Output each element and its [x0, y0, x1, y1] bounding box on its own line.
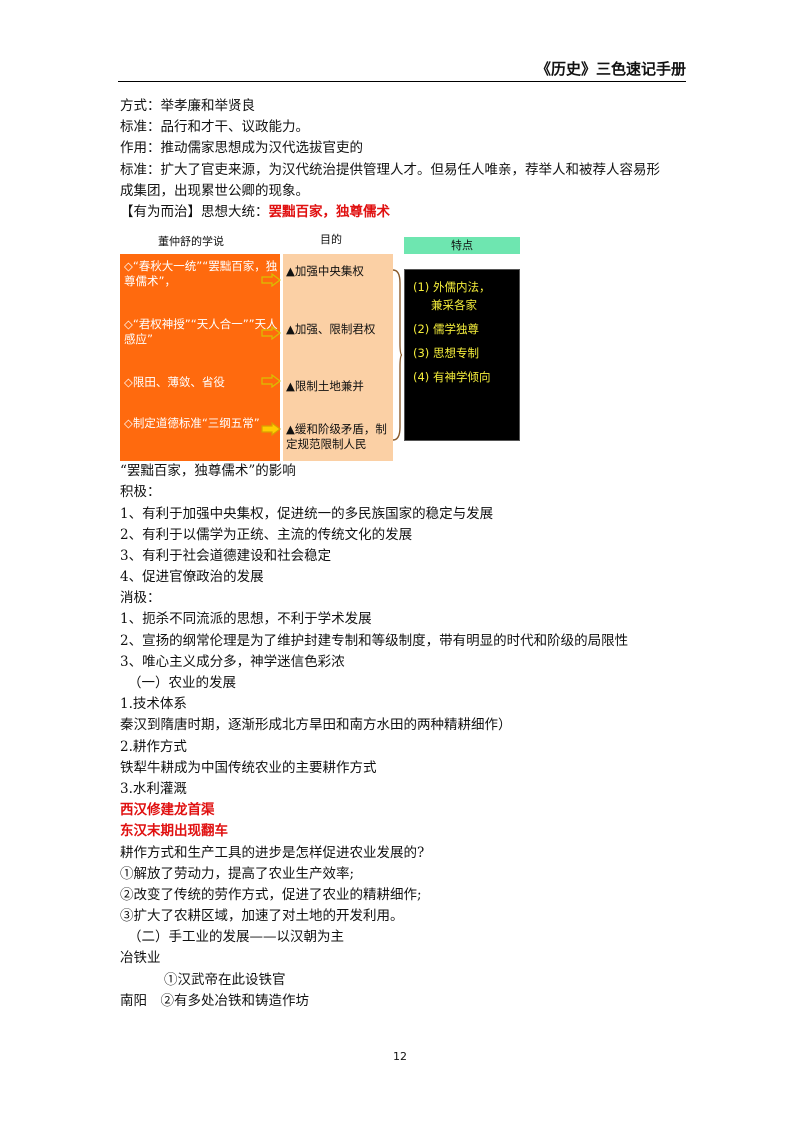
theory-item: ◇制定道德标准“三纲五常”: [124, 416, 260, 431]
subsection-heading: （二）手工业的发展——以汉朝为主: [128, 929, 344, 946]
text-line: 铁犁牛耕成为中国传统农业的主要耕作方式: [120, 759, 377, 776]
arrow-right-icon: [261, 273, 281, 288]
subsection-heading: （一）农业的发展: [128, 675, 236, 691]
text-line: ③扩大了农耕区域，加速了对土地的开发利用。: [120, 908, 404, 925]
diagram-head-theory: 董仲舒的学说: [158, 235, 224, 249]
text-line: 耕作方式和生产工具的进步是怎样促进农业发展的?: [120, 844, 425, 861]
text-line: 2.耕作方式: [120, 738, 187, 755]
text-line: 标准：扩大了官吏来源，为汉代统治提供管理人才。但易任人唯亲，荐举人和被荐人容易形: [120, 161, 660, 178]
feature-item: (1) 外儒内法，: [413, 280, 491, 295]
diagram-head-purpose: 目的: [320, 233, 342, 247]
right-brace-icon: [392, 269, 402, 441]
purpose-item: ▲限制土地兼并: [286, 379, 364, 394]
diagram-purpose-box: ▲加强中央集权 ▲加强、限制君权 ▲限制土地兼并 ▲缓和阶级矛盾，制定规范限制人…: [283, 254, 393, 462]
document-body: 方式：举孝廉和举贤良 标准：品行和才干、议政能力。 作用：推动儒家思想成为汉代选…: [120, 96, 690, 1012]
arrow-right-icon: [261, 422, 281, 437]
text-line: “罢黜百家，独尊儒术”的影响: [120, 463, 296, 480]
highlight-line: 西汉修建龙首渠: [120, 802, 215, 819]
text-line: 标准：品行和才干、议政能力。: [120, 119, 309, 136]
page-header-title: 《历史》三色速记手册: [535, 60, 686, 78]
text-line: 积极：: [120, 484, 161, 501]
feature-item: (3) 思想专制: [413, 346, 479, 361]
text-line: 1.技术体系: [120, 696, 187, 713]
text-line: 3.水利灌溉: [120, 780, 187, 797]
text-line: 3、唯心主义成分多，神学迷信色彩浓: [120, 653, 345, 670]
text-line: 消极：: [120, 590, 161, 607]
text-line: 2、宣扬的纲常伦理是为了维护封建专制和等级制度，带有明显的时代和阶级的局限性: [120, 632, 629, 649]
purpose-item: ▲加强中央集权: [286, 264, 364, 279]
purpose-item: ▲缓和阶级矛盾，制定规范限制人民: [286, 422, 387, 452]
text-line: ①汉武帝在此设铁官: [164, 971, 286, 988]
feature-item: 兼采各家: [431, 298, 477, 313]
page-number: 12: [393, 1050, 407, 1063]
dong-zhongshu-diagram: 董仲舒的学说 目的 特点 ◇“春秋大一统”“罢黜百家，独尊儒术”， ◇“君权神授…: [120, 229, 520, 462]
feature-item: (4) 有神学倾向: [413, 370, 491, 385]
purpose-item: ▲加强、限制君权: [286, 322, 376, 337]
arrow-right-icon: [261, 326, 281, 341]
text-line: 秦汉到隋唐时期，逐渐形成北方旱田和南方水田的两种精耕细作）: [120, 717, 512, 734]
text-line: 成集团，出现累世公卿的现象。: [120, 182, 309, 199]
diagram-head-features: 特点: [404, 237, 520, 255]
feature-item: (2) 儒学独尊: [413, 322, 479, 337]
section-title: 【有为而治】思想大统：罢黜百家，独尊儒术: [120, 202, 690, 223]
header-divider: [118, 81, 686, 82]
theory-item: ◇“君权神授”“天人合一””天人感应”: [124, 317, 278, 347]
text-line: 1、有利于加强中央集权，促进统一的多民族国家的稳定与发展: [120, 505, 494, 522]
text-line: 冶铁业: [120, 950, 161, 967]
arrow-right-icon: [261, 374, 281, 389]
diagram-theory-box: ◇“春秋大一统”“罢黜百家，独尊儒术”， ◇“君权神授”“天人合一””天人感应”…: [120, 254, 280, 462]
text-line: 方式：举孝廉和举贤良: [120, 98, 255, 114]
section-title-prefix: 【有为而治】思想大统：: [120, 203, 269, 220]
text-line: 南阳 ②有多处冶铁和铸造作坊: [120, 992, 309, 1009]
text-line: ②改变了传统的劳作方式，促进了农业的精耕细作;: [120, 886, 422, 903]
text-line: ①解放了劳动力，提高了农业生产效率;: [120, 865, 355, 882]
text-line: 3、有利于社会道德建设和社会稳定: [120, 547, 332, 564]
theory-item: ◇“春秋大一统”“罢黜百家，独尊儒术”，: [124, 259, 278, 289]
diagram-features-box: (1) 外儒内法， 兼采各家 (2) 儒学独尊 (3) 思想专制 (4) 有神学…: [404, 269, 520, 442]
highlight-line: 东汉末期出现翻车: [120, 823, 228, 840]
theory-item: ◇限田、薄敛、省役: [124, 375, 225, 390]
text-line: 2、有利于以儒学为正统、主流的传统文化的发展: [120, 526, 413, 543]
text-line: 1、扼杀不同流派的思想，不利于学术发展: [120, 611, 372, 628]
text-line: 作用：推动儒家思想成为汉代选拔官吏的: [120, 140, 363, 157]
section-title-highlight: 罢黜百家，独尊儒术: [268, 203, 391, 220]
text-line: 4、促进官僚政治的发展: [120, 569, 264, 586]
